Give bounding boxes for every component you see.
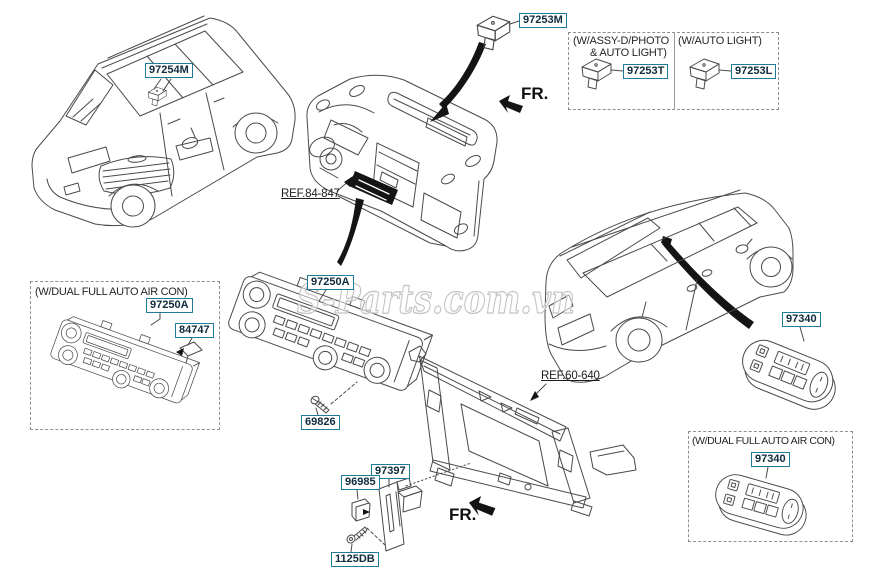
part-label-84747[interactable]: 84747 (175, 323, 214, 338)
part-label-97254m[interactable]: 97254M (145, 63, 193, 78)
option-box-dual-air-con-front: (W/DUAL FULL AUTO AIR CON) (30, 281, 220, 430)
auto-light-sensor-icon (689, 58, 720, 90)
bolt-1125db (346, 526, 368, 544)
van-rear-view (544, 189, 794, 383)
option-box-title: (W/AUTO LIGHT) (678, 35, 762, 47)
dashboard (306, 74, 498, 252)
option-box-title: (W/DUAL FULL AUTO AIR CON) (692, 435, 835, 447)
part-label-69826[interactable]: 69826 (301, 415, 340, 430)
arrow-door-to-switch (662, 240, 754, 329)
part-label-97253t[interactable]: 97253T (623, 64, 669, 79)
part-label-97253l[interactable]: 97253L (731, 64, 777, 79)
part-label-97253m[interactable]: 97253M (519, 13, 567, 28)
option-box-title: (W/ASSY-D/PHOTO (573, 35, 670, 47)
arrow-sensor-to-dashboard (439, 42, 486, 109)
heater-control-optional (47, 307, 203, 412)
ref-label-dashboard[interactable]: REF.84-847 (281, 188, 340, 200)
rear-control-optional (708, 469, 813, 541)
option-box-title: (W/DUAL FULL AUTO AIR CON) (35, 286, 188, 298)
part-label-97250a[interactable]: 97250A (307, 275, 354, 290)
part-label-96985[interactable]: 96985 (341, 475, 380, 490)
part-label-97340-optional[interactable]: 97340 (751, 452, 790, 467)
part-label-97397[interactable]: 97397 (371, 464, 410, 479)
leader-lines (150, 20, 805, 553)
front-end-module (408, 345, 637, 517)
screw-69826 (310, 395, 330, 414)
option-box-dual-air-con-rear: (W/DUAL FULL AUTO AIR CON) (688, 431, 853, 542)
sensor-96985 (351, 498, 371, 522)
part-label-97250a-optional[interactable]: 97250A (146, 298, 193, 313)
fr-arrow-front-icon (498, 94, 524, 114)
van-front-view (31, 15, 296, 228)
fr-label-rear: FR. (449, 505, 477, 524)
rear-control-main (733, 333, 845, 417)
arrow-dashboard-to-control (337, 198, 364, 266)
heater-control-location-patch (349, 171, 398, 205)
bracket-97397 (378, 477, 423, 552)
option-box-divider (674, 33, 675, 109)
fr-label-front: FR. (521, 84, 549, 103)
part-label-97340[interactable]: 97340 (782, 312, 821, 327)
part-label-1125db[interactable]: 1125DB (331, 552, 379, 567)
sensor-84747 (176, 341, 203, 364)
option-box-photo-auto-light: (W/ASSY-D/PHOTO & AUTO LIGHT) (W/AUTO LI… (568, 32, 779, 110)
photo-auto-light-sensor-icon (581, 58, 612, 90)
ref-label-front-end-module[interactable]: REF.60-640 (541, 370, 600, 382)
option-box-title: & AUTO LIGHT) (590, 47, 667, 59)
